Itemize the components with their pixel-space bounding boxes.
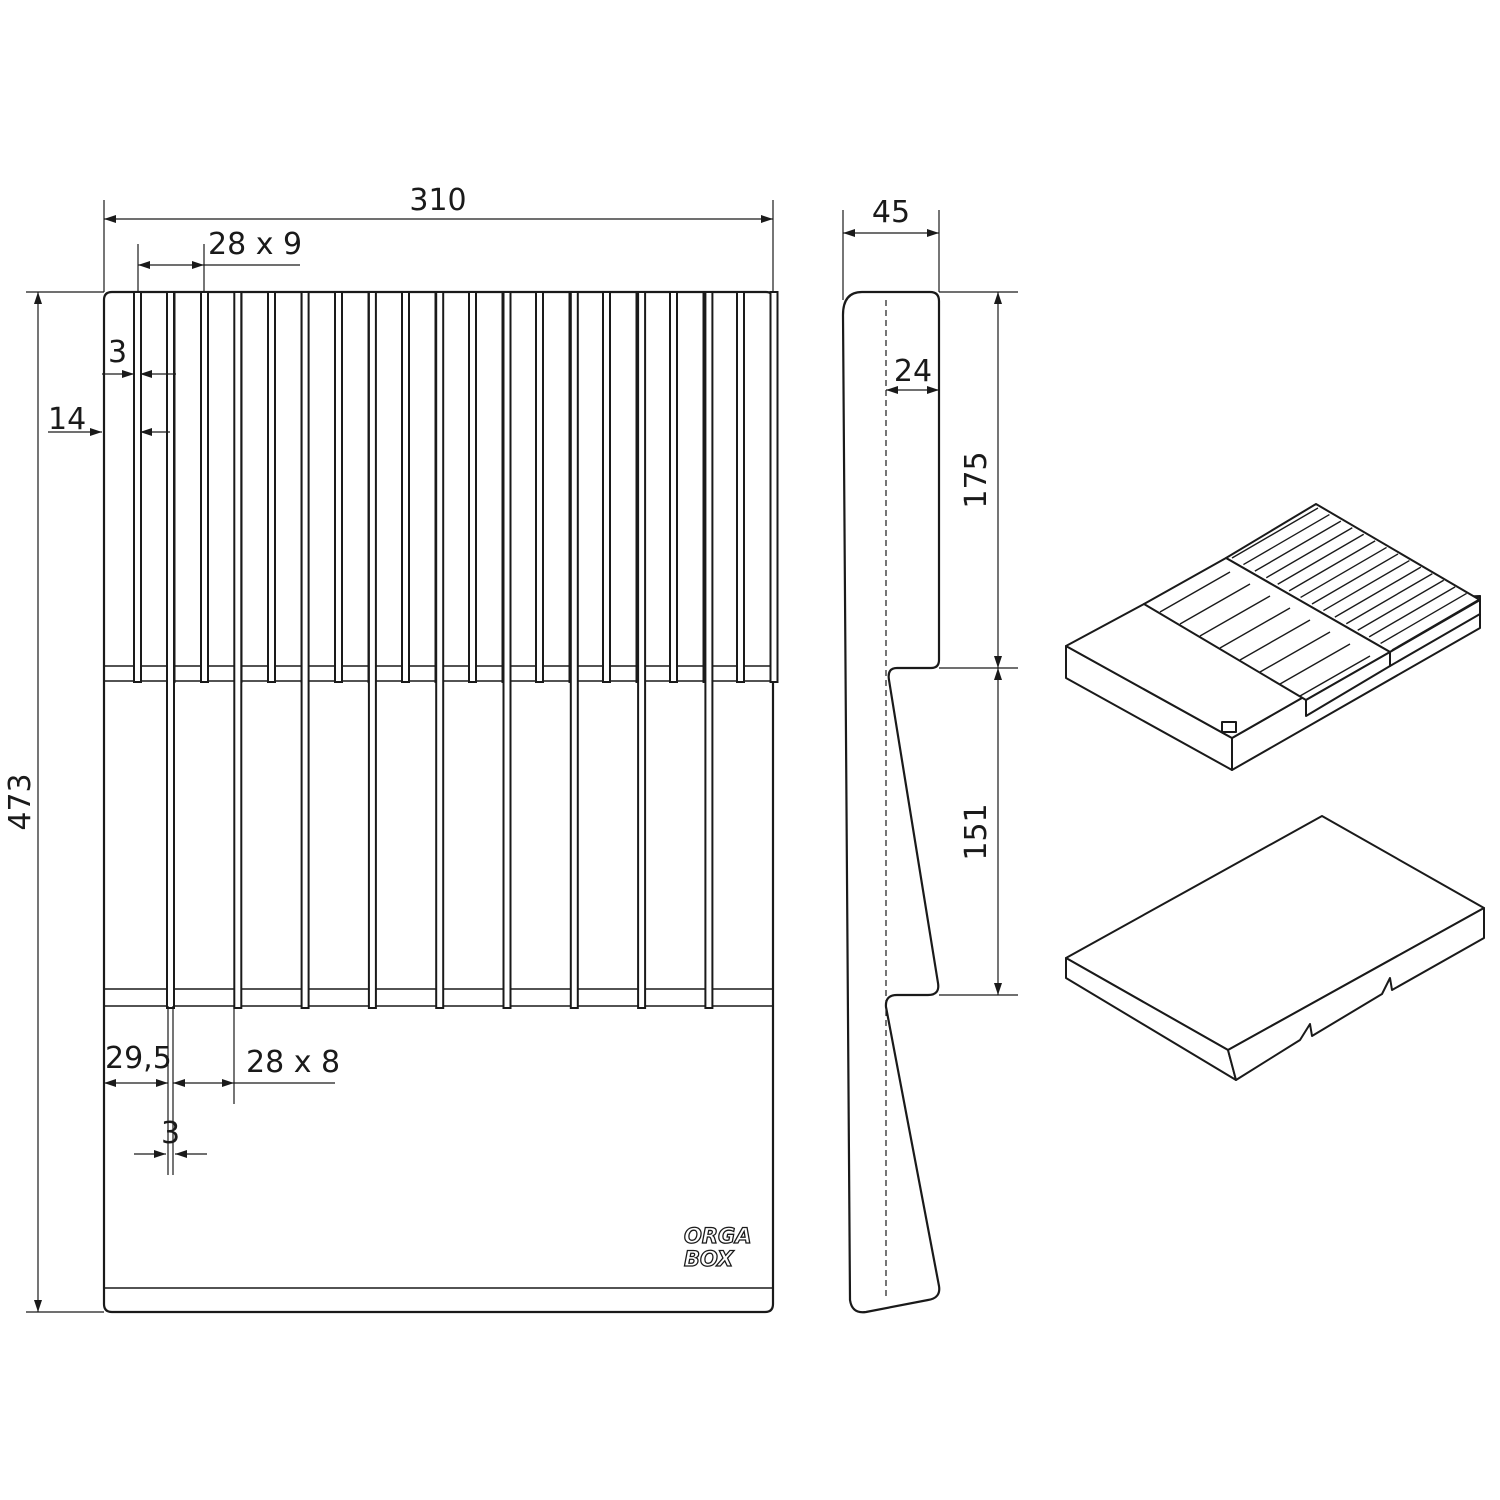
iso-top-upper-groove — [1380, 592, 1467, 645]
iso-view-top — [1065, 503, 1481, 771]
dim-lower-slot-offset: 29,5 — [105, 1041, 172, 1076]
dim-side-depth: 45 — [872, 195, 910, 230]
iso-top-upper-groove — [1265, 527, 1353, 579]
lower-knife-slot — [367, 291, 377, 1009]
dim-side-inner-depth: 24 — [894, 354, 932, 389]
lower-knife-slot — [233, 291, 243, 1009]
iso-top-lower-groove — [1259, 631, 1331, 673]
iso-top-upper-groove — [1357, 579, 1445, 631]
dim-upper-section-height: 175 — [959, 451, 994, 508]
upper-knife-slot — [200, 291, 209, 683]
upper-slot-group — [133, 291, 779, 683]
iso-top-lower-groove — [1199, 595, 1271, 637]
iso-top-upper-groove — [1300, 546, 1387, 599]
dim-overall-width: 310 — [409, 183, 466, 218]
upper-knife-slot — [736, 291, 745, 683]
lower-slot-group — [166, 291, 714, 1009]
logo-line-1: ORGA — [684, 1224, 752, 1248]
upper-knife-slot — [133, 291, 142, 683]
upper-knife-slot — [334, 291, 343, 683]
iso-top-upper-groove — [1368, 586, 1456, 638]
lower-knife-slot — [300, 291, 310, 1009]
dim-upper-slot-offset: 14 — [48, 402, 86, 437]
iso-view-bottom — [1065, 815, 1485, 1081]
upper-knife-slot — [401, 291, 410, 683]
iso-top-upper-groove — [1334, 566, 1422, 618]
dim-lower-slot-pitch: 28 x 8 — [246, 1045, 340, 1080]
upper-knife-slot — [468, 291, 477, 683]
dim-overall-height: 473 — [3, 773, 38, 830]
iso-top-lower-groove — [1239, 619, 1311, 661]
lower-knife-slot — [166, 291, 175, 1009]
front-dimensions: 310 28 x 9 3 14 473 29,5 28 x 8 3 — [3, 183, 774, 1313]
dim-lower-slot-width: 3 — [161, 1116, 180, 1151]
iso-top-lower-groove — [1279, 643, 1351, 685]
iso-top-lower-groove — [1219, 607, 1291, 649]
lower-knife-slot — [637, 291, 647, 1009]
iso-top-logo — [1221, 721, 1237, 733]
side-view-outline — [841, 290, 941, 1314]
iso-top-upper-groove — [1323, 559, 1410, 612]
iso-top-upper-groove — [1243, 513, 1330, 566]
iso-top-upper-groove — [1345, 573, 1433, 625]
dim-upper-slot-pitch: 28 x 9 — [208, 227, 302, 262]
dim-upper-slot-width: 3 — [108, 335, 127, 370]
iso-top-groove-group — [1159, 507, 1479, 697]
logo-line-2: BOX — [684, 1247, 735, 1271]
lower-knife-slot — [704, 291, 714, 1009]
iso-top-lower-groove — [1299, 655, 1371, 697]
upper-knife-slot — [267, 291, 276, 683]
side-view: 45 24 175 151 — [841, 195, 1018, 1314]
iso-top-upper-groove — [1231, 507, 1319, 559]
iso-top-upper-groove — [1311, 553, 1399, 605]
front-view: ORGA BOX — [102, 290, 779, 1314]
upper-knife-slot — [669, 291, 678, 683]
upper-knife-slot — [602, 291, 611, 683]
lower-knife-slot — [502, 291, 512, 1009]
upper-knife-slot — [535, 291, 544, 683]
upper-knife-slot — [769, 291, 779, 683]
iso-top-upper-groove — [1254, 520, 1342, 572]
lower-knife-slot — [435, 291, 445, 1009]
iso-top-upper-groove — [1277, 533, 1365, 585]
iso-top-lower-groove — [1179, 583, 1251, 625]
iso-top-upper-groove — [1391, 599, 1479, 651]
iso-top-lower-groove — [1159, 571, 1231, 613]
dim-middle-section-height: 151 — [959, 803, 994, 860]
lower-knife-slot — [569, 291, 579, 1009]
iso-top-middle-front — [1305, 651, 1391, 717]
iso-bottom-front-face — [1227, 907, 1485, 1081]
iso-top-upper-groove — [1288, 540, 1376, 592]
